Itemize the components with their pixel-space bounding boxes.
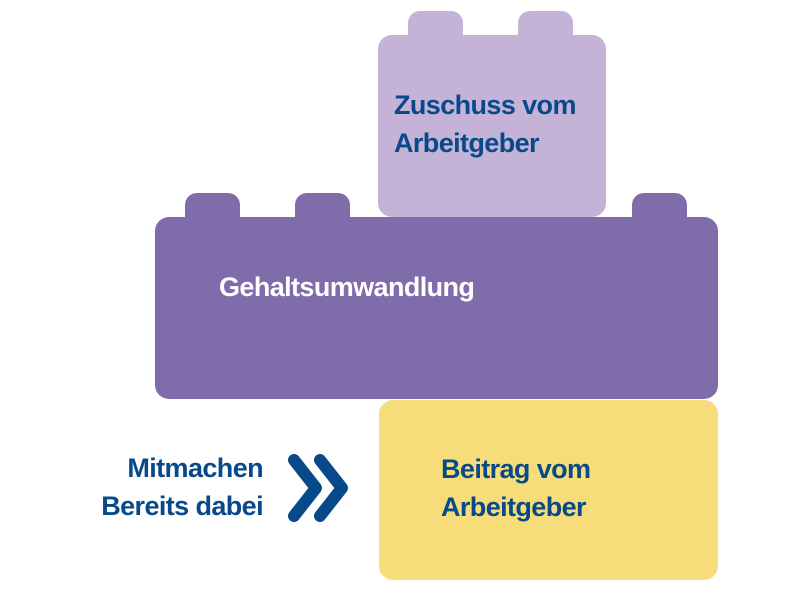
middle-block-stud [185, 193, 240, 219]
side-line2: Bereits dabei [101, 491, 263, 521]
top-block [378, 35, 606, 217]
bottom-block-line1: Beitrag vom [441, 454, 591, 484]
middle-block [155, 217, 718, 399]
bottom-block-label: Beitrag vom Arbeitgeber [441, 450, 591, 526]
middle-block-stud [632, 193, 687, 219]
middle-block-label: Gehaltsumwandlung [219, 272, 475, 302]
middle-block-stud [295, 193, 350, 219]
top-block-line2: Arbeitgeber [394, 128, 540, 158]
bottom-block [379, 400, 718, 580]
double-chevron-right-icon [288, 454, 348, 522]
top-block-stud [518, 11, 573, 37]
top-block-label: Zuschuss vom Arbeitgeber [394, 86, 576, 162]
top-block-stud [408, 11, 463, 37]
side-label: Mitmachen Bereits dabei [101, 449, 263, 525]
side-line1: Mitmachen [127, 453, 263, 483]
bottom-block-line2: Arbeitgeber [441, 492, 587, 522]
top-block-line1: Zuschuss vom [394, 90, 576, 120]
